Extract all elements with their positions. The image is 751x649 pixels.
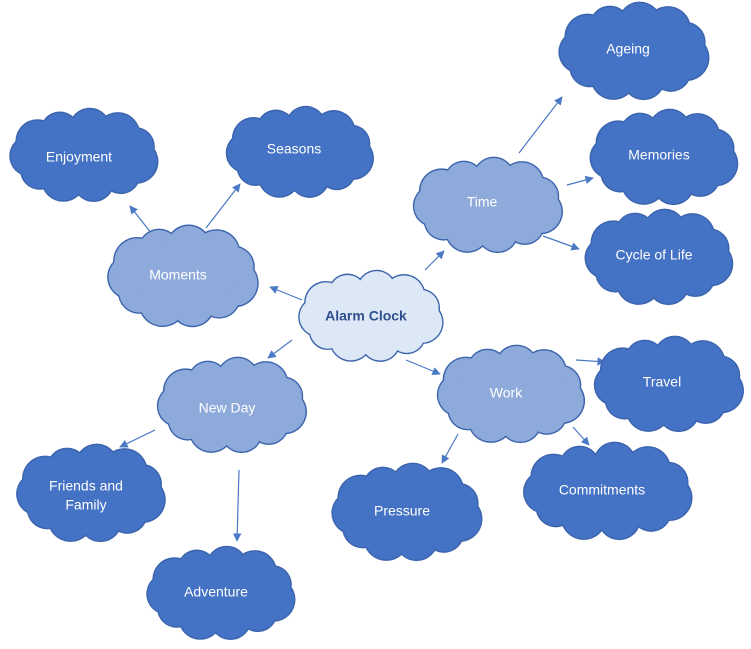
node-label-adventure: Adventure xyxy=(184,584,248,600)
node-label-new-day: New Day xyxy=(199,400,256,416)
arrow-center-to-time xyxy=(424,250,445,271)
node-label-work: Work xyxy=(490,385,523,401)
moments-cloud xyxy=(107,224,259,328)
friends-and-family-cloud xyxy=(16,443,166,543)
node-label-memories: Memories xyxy=(628,147,689,163)
arrow-moments-to-seasons xyxy=(205,183,241,229)
travel-cloud xyxy=(593,335,744,433)
arrow-center-to-moments xyxy=(269,285,303,301)
new-day-cloud xyxy=(156,356,307,454)
node-label-friends-and-family-line2: Family xyxy=(65,497,106,513)
arrow-center-to-new-day xyxy=(267,339,293,359)
enjoyment-cloud xyxy=(9,107,159,203)
commitments-cloud xyxy=(522,441,693,541)
node-label-commitments: Commitments xyxy=(559,482,645,498)
adventure-cloud xyxy=(146,545,296,641)
connector-arrows xyxy=(119,96,606,542)
ageing-cloud xyxy=(558,1,710,101)
node-label-moments: Moments xyxy=(149,267,207,283)
memories-cloud xyxy=(589,108,739,206)
pressure-cloud xyxy=(331,462,483,562)
arrow-new-day-to-adventure xyxy=(233,469,242,542)
arrow-new-day-to-friends xyxy=(119,429,156,448)
node-label-friends-and-family-line1: Friends and xyxy=(49,478,123,494)
arrow-time-to-ageing xyxy=(518,96,563,154)
node-label-alarm-clock: Alarm Clock xyxy=(325,308,407,324)
arrow-work-to-travel xyxy=(575,357,606,366)
cloud-nodes xyxy=(9,1,744,641)
arrow-work-to-commitments xyxy=(572,426,590,446)
work-cloud xyxy=(436,344,586,444)
arrow-time-to-memories xyxy=(566,175,594,186)
node-label-seasons: Seasons xyxy=(267,141,321,157)
cycle-of-life-cloud xyxy=(584,208,734,306)
node-label-enjoyment: Enjoyment xyxy=(46,149,112,165)
seasons-cloud xyxy=(225,105,375,198)
time-cloud xyxy=(412,156,563,254)
node-label-time: Time xyxy=(467,194,498,210)
center-cloud xyxy=(298,269,444,362)
node-label-travel: Travel xyxy=(643,374,681,390)
arrow-work-to-pressure xyxy=(441,433,459,464)
arrow-center-to-work xyxy=(405,359,441,376)
node-label-cycle-of-life: Cycle of Life xyxy=(615,247,692,263)
arrow-time-to-cycle-of-life xyxy=(542,235,580,251)
node-label-pressure: Pressure xyxy=(374,503,430,519)
node-label-ageing: Ageing xyxy=(606,41,650,57)
